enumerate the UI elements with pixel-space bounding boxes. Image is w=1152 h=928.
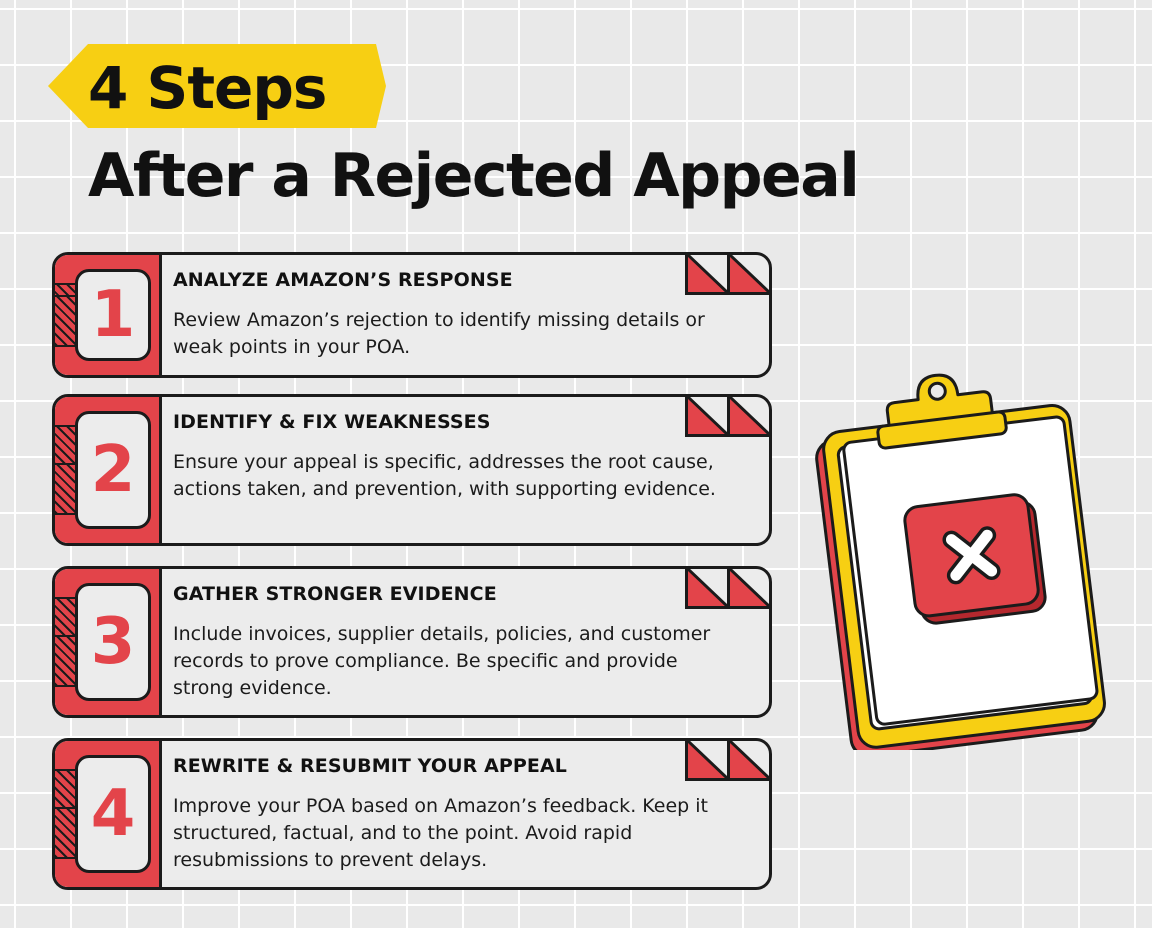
- step-heading: ANALYZE AMAZON’S RESPONSE: [173, 269, 513, 291]
- step-badge: 1: [55, 255, 162, 375]
- hatch-decoration: [55, 807, 75, 859]
- clipboard-rejected-icon: [815, 373, 1106, 750]
- step-number-box: 1: [75, 269, 151, 361]
- step-card-4: 4 REWRITE & RESUBMIT YOUR APPEAL Improve…: [52, 738, 772, 890]
- step-badge: 4: [55, 741, 162, 887]
- step-heading: IDENTIFY & FIX WEAKNESSES: [173, 411, 491, 433]
- step-number-box: 4: [75, 755, 151, 873]
- hatch-decoration: [55, 635, 75, 687]
- step-number: 3: [90, 605, 136, 679]
- corner-triangles-decoration: [685, 255, 769, 295]
- step-card-1: 1 ANALYZE AMAZON’S RESPONSE Review Amazo…: [52, 252, 772, 378]
- step-card-2: 2 IDENTIFY & FIX WEAKNESSES Ensure your …: [52, 394, 772, 546]
- x-mark-icon: [903, 493, 1047, 625]
- step-number-box: 3: [75, 583, 151, 701]
- corner-triangles-decoration: [685, 569, 769, 609]
- hatch-decoration: [55, 463, 75, 515]
- corner-triangles-decoration: [685, 741, 769, 781]
- step-heading: GATHER STRONGER EVIDENCE: [173, 583, 497, 605]
- step-badge: 3: [55, 569, 162, 715]
- page-title: After a Rejected Appeal: [88, 141, 860, 211]
- step-badge: 2: [55, 397, 162, 543]
- hatch-decoration: [55, 295, 75, 347]
- step-card-3: 3 GATHER STRONGER EVIDENCE Include invoi…: [52, 566, 772, 718]
- step-number: 4: [90, 777, 136, 851]
- header-tag-banner: [48, 44, 386, 128]
- step-heading: REWRITE & RESUBMIT YOUR APPEAL: [173, 755, 568, 777]
- step-number: 1: [90, 278, 136, 352]
- step-description: Ensure your appeal is specific, addresse…: [173, 451, 716, 500]
- corner-triangles-decoration: [685, 397, 769, 437]
- step-description: Review Amazon’s rejection to identify mi…: [173, 309, 705, 358]
- step-number-box: 2: [75, 411, 151, 529]
- header-tag-text: 4 Steps: [88, 54, 327, 122]
- step-description: Include invoices, supplier details, poli…: [173, 623, 711, 699]
- step-number: 2: [90, 433, 136, 507]
- step-description: Improve your POA based on Amazon’s feedb…: [173, 795, 708, 871]
